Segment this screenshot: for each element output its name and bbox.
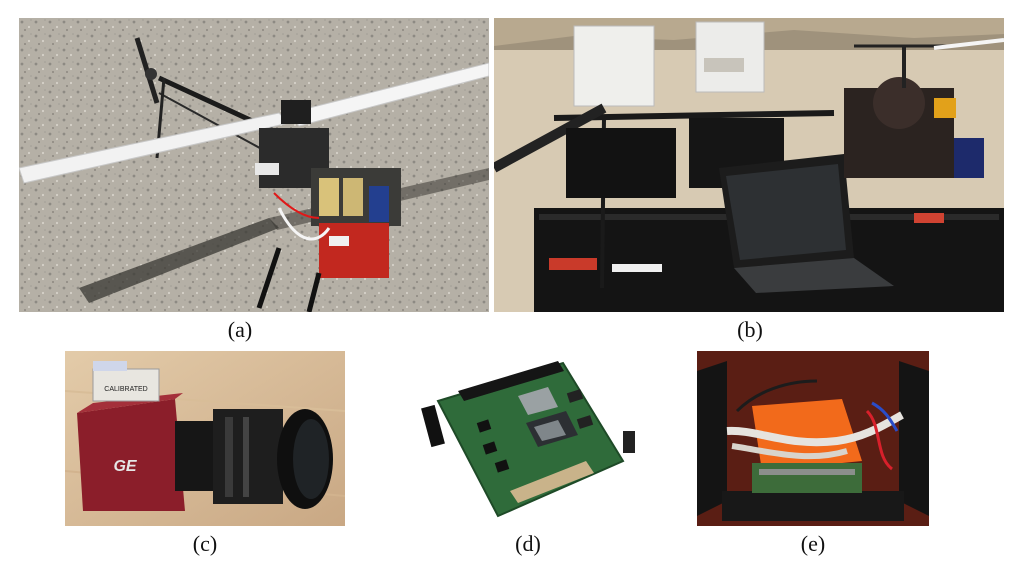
photo-helicopter: [19, 18, 489, 312]
photo-ground-station: [494, 18, 1004, 312]
photo-embedded-board: [418, 351, 643, 526]
camera-brand-text: GE: [113, 458, 137, 475]
calibrated-sticker-text: CALIBRATED: [104, 386, 147, 393]
caption-b: (b): [737, 317, 763, 342]
caption-e: (e): [800, 531, 826, 556]
caption-a: (a): [227, 317, 253, 342]
photo-electronics-enclosure: [697, 351, 929, 526]
photo-camera: CALIBRATED GE: [65, 351, 345, 526]
caption-c: (c): [192, 531, 218, 556]
caption-d: (d): [515, 531, 541, 556]
